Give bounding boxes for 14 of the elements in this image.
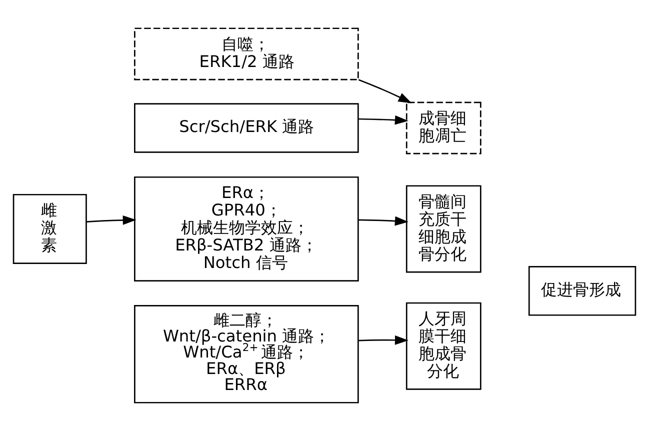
node-box: 促进骨形成	[528, 265, 636, 316]
arrow	[358, 114, 408, 124]
node-box: 自噬； ERK1/2 通路	[134, 27, 359, 80]
node-box: 雌二醇； Wnt/β-catenin 通路； Wnt/Ca$^{2+}$ 通路； ERα、ERβ ERRα	[134, 304, 359, 403]
arrow	[358, 78, 412, 103]
node-box: 成骨细胞凋亡	[406, 101, 482, 154]
node-box: 雌激素	[12, 193, 87, 264]
arrow	[358, 334, 408, 344]
node-box: 人牙周膜干细胞成骨分化	[406, 302, 482, 390]
arrow	[358, 216, 408, 226]
node-box: Scr/Sch/ERK 通路	[134, 102, 359, 152]
node-box: ERα； GPR40； 机械生物学效应； ERβ-SATB2 通路； Notch 信号	[134, 176, 359, 281]
node-box: 骨髓间充质干细胞成骨分化	[406, 184, 482, 272]
arrow	[86, 214, 136, 224]
